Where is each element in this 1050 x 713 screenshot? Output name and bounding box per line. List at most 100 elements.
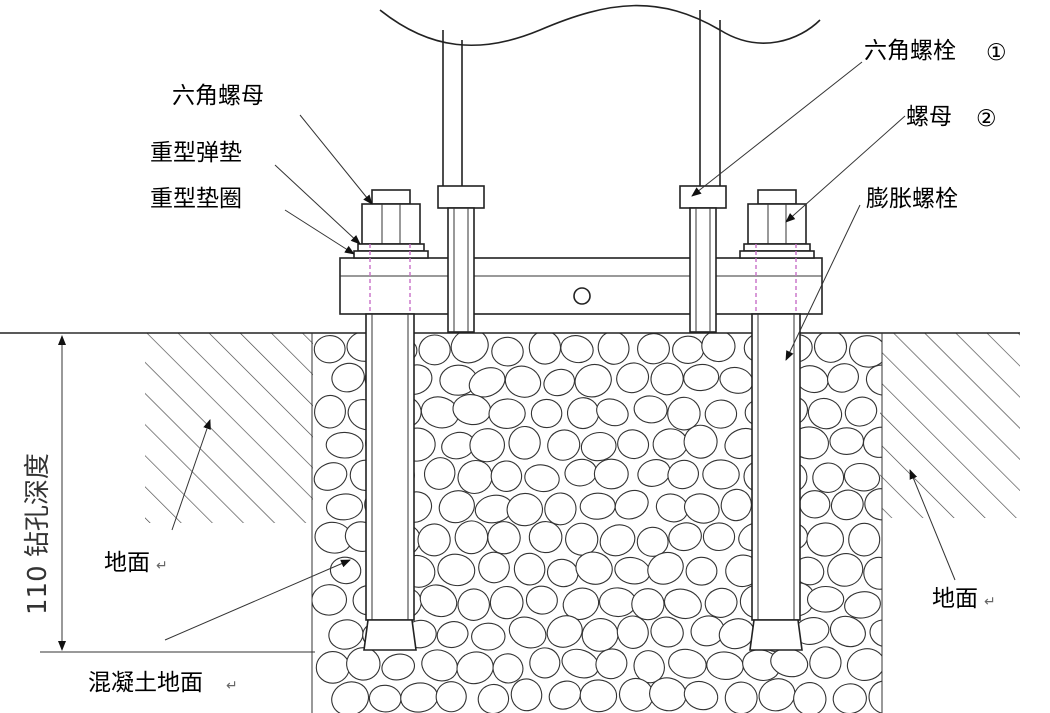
aggregate-stone [328,619,364,650]
aggregate-stone [636,526,669,557]
aggregate-stone [562,587,600,621]
aggregate-stone [652,428,688,460]
aggregate-stone [868,680,882,713]
aggregate-stone [524,464,560,493]
aggregate-stone [400,682,439,713]
aggregate-stone [843,462,881,492]
aggregate-stone [650,616,684,648]
aggregate-stone [614,556,651,585]
aggregate-stone [848,522,881,557]
aggregate-stone [489,585,524,620]
aggregate-stone [313,335,346,364]
label-ground-right: 地面 [932,586,978,612]
aggregate-stone [437,553,476,587]
aggregate-stone [597,333,630,365]
aggregate-stone [331,681,370,713]
aggregate-stone [667,459,699,490]
aggregate-stone [706,651,744,680]
aggregate-stone [616,615,649,649]
aggregate-stone [477,683,510,713]
aggregate-stone [844,396,878,427]
aggregate-stone [807,397,843,430]
leader-ground-left [171,419,211,531]
aggregate-stone [683,363,720,392]
label-ground-left: 地面 [104,550,150,576]
aggregate-stone [490,460,523,492]
aggregate-stone [331,362,365,393]
aggregate-stone [346,647,381,681]
aggregate-stone [381,653,416,681]
label-hex-bolt-num: ① [986,40,1007,66]
aggregate-stone [684,493,720,524]
aggregate-stone [325,493,364,521]
aggregate-stone [702,459,740,490]
aggregate-stone [647,551,684,585]
aggregate-stone [368,684,402,713]
aggregate-stone [506,492,544,527]
label-hex-nut: 六角螺母 [172,83,264,109]
aggregate-stone [436,621,469,649]
aggregate-stone [312,584,348,616]
ground-hatch-right [880,333,1020,518]
label-nut-num: ② [976,106,997,132]
aggregate-stone [829,615,866,648]
aggregate-stone [450,333,489,364]
aggregate-stone [478,551,510,584]
aggregate-stone [633,395,668,424]
aggregate-stone [865,364,882,396]
aggregate-stone [510,678,543,712]
leader-concrete [164,559,351,641]
aggregate-stone [595,648,628,680]
aggregate-stone [525,585,558,615]
aggregate-stone [614,489,649,520]
aggregate-stone [599,524,636,557]
aggregate-stone [508,616,547,649]
aggregate-stone [830,489,864,521]
aggregate-stone [702,522,736,552]
label-heavy-spring-washer: 重型弹垫 [150,140,242,166]
aggregate-stone [844,591,881,619]
return-mark-concrete: ↵ [226,678,238,694]
leader-spring-washer [274,164,361,245]
aggregate-stone [468,367,506,398]
aggregate-stone [574,363,612,398]
aggregate-stone [491,336,524,367]
label-drill-depth: 110 钻孔深度 [23,453,53,615]
aggregate-stone [827,363,859,393]
aggregate-stone [435,681,467,713]
aggregate-stone [543,368,576,397]
aggregate-stone [529,647,561,679]
aggregate-stone [528,521,563,554]
leader-heavy-washer [284,209,355,255]
aggregate-stone [579,492,616,520]
aggregate-stone [668,648,707,679]
aggregate-stone [438,490,475,524]
aggregate-stone [530,398,563,429]
aggregate-stone [672,335,705,364]
leader-expansion-bolt [785,204,861,361]
label-heavy-washer: 重型垫圈 [150,186,242,212]
aggregate-stone [701,333,736,363]
aggregate-stone [548,680,582,710]
return-mark-ground-left: ↵ [156,558,168,574]
label-nut: 螺母 [906,104,952,130]
aggregate-stone [720,488,752,522]
aggregate-stone [329,556,362,585]
aggregate-stone [869,619,882,648]
aggregate-stone [812,462,845,493]
aggregate-stone [580,431,617,462]
equipment-break-line [379,4,821,47]
aggregate-stone [504,365,542,398]
aggregate-stone [456,651,494,685]
aggregate-stone [418,334,451,366]
return-mark-ground-right: ↵ [984,594,996,610]
label-expansion-bolt: 膨胀螺栓 [866,186,958,212]
aggregate-stone [315,651,350,684]
drill-depth-dimension [40,332,80,651]
aggregate-stone [683,680,719,711]
aggregate-stone [579,679,618,713]
aggregate-stone [863,556,882,590]
aggregate-stone [617,429,650,460]
aggregate-stone [758,678,796,712]
